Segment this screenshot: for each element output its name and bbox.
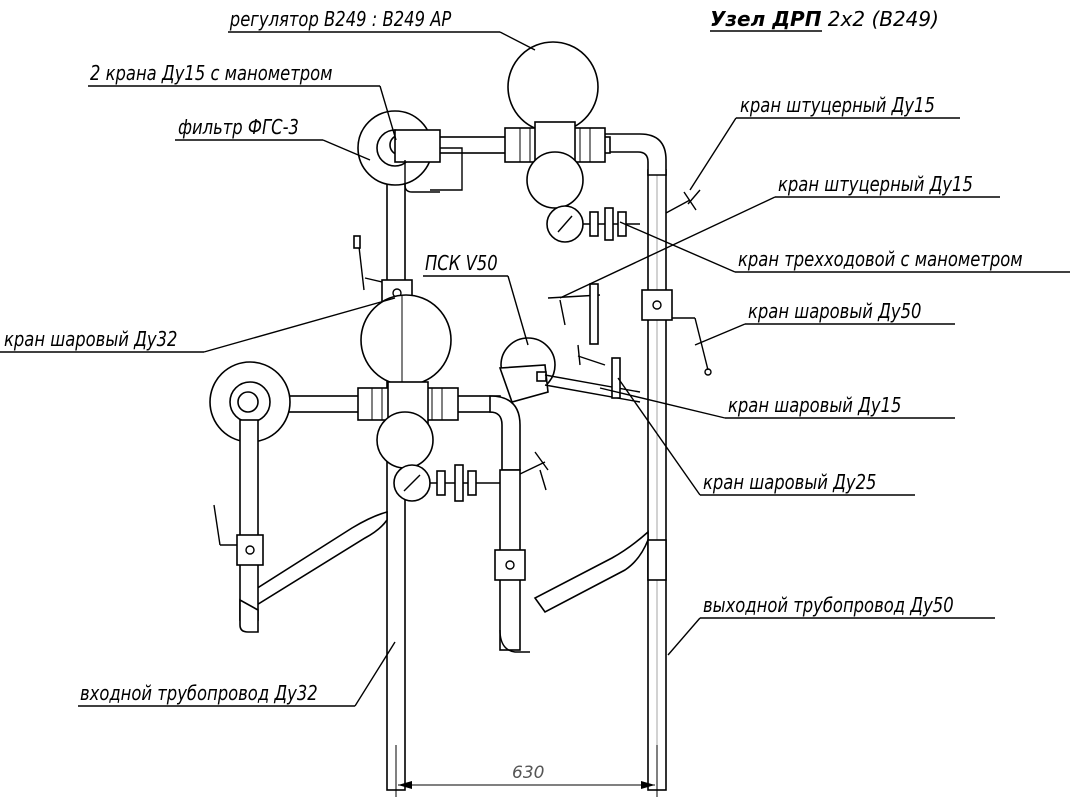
drawing-title: Узел ДРП 2х2 (В249)	[710, 7, 939, 32]
upper-regulator-line	[357, 41, 611, 209]
label-inlet-pipe: входной трубопровод Ду32	[80, 683, 318, 706]
label-ball-valve-50: кран шаровый Ду50	[748, 301, 921, 324]
lower-regulator-line	[209, 294, 641, 653]
leader-lines	[0, 31, 1070, 707]
title-prefix: Узел ДРП	[710, 7, 822, 31]
label-filter: фильтр ФГС-3	[178, 117, 299, 140]
label-three-way-valve: кран трехходовой с манометром	[738, 249, 1023, 272]
label-two-valves: 2 крана Ду15 с манометром	[90, 63, 333, 86]
label-fitting-valve-1: кран штуцерный Ду15	[740, 95, 935, 118]
gauges-and-valves	[393, 189, 701, 502]
dimension-630: 630	[395, 745, 658, 797]
title-suffix: 2х2 (В249)	[821, 7, 939, 31]
label-psk: ПСК V50	[425, 253, 498, 276]
label-fitting-valve-2: кран штуцерный Ду15	[778, 174, 973, 197]
svg-text:Узел ДРП 2х2 (В249): Узел ДРП 2х2 (В249)	[710, 7, 939, 31]
callout-labels: регулятор В249 : В249 АР 2 крана Ду15 с …	[4, 9, 1023, 706]
label-ball-valve-25: кран шаровый Ду25	[703, 472, 876, 495]
dimension-value: 630	[512, 763, 544, 783]
label-ball-valve-32: кран шаровый Ду32	[4, 329, 177, 352]
label-ball-valve-15: кран шаровый Ду15	[728, 395, 901, 418]
label-outlet-pipe: выходной трубопровод Ду50	[703, 595, 954, 618]
outlet-pipe-drawing	[533, 133, 712, 791]
label-regulator: регулятор В249 : В249 АР	[229, 9, 451, 32]
